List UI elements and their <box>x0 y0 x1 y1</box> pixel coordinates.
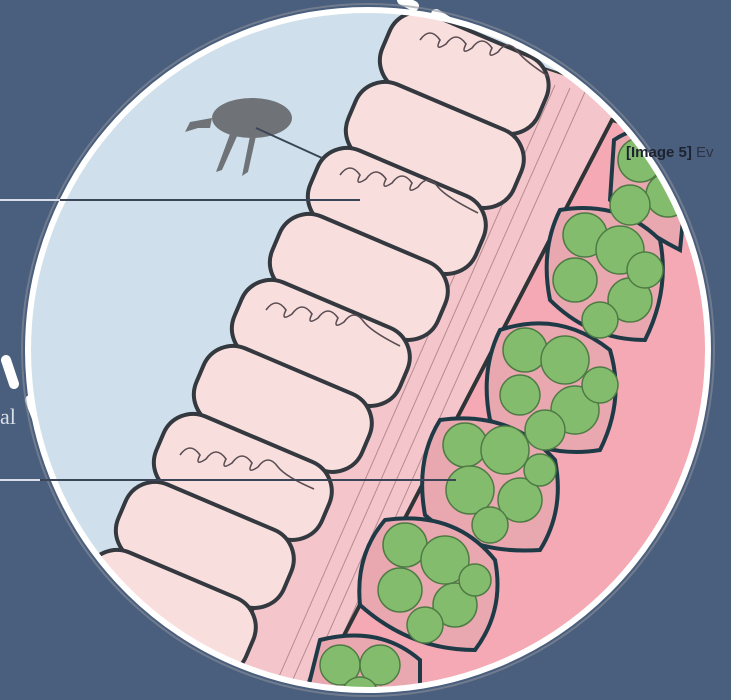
caption-tag: [Image 5] <box>626 144 692 161</box>
side-label-fragment: al <box>0 404 16 430</box>
image-caption: [Image 5] Ev <box>626 144 714 161</box>
caption-text: Ev <box>696 144 714 161</box>
